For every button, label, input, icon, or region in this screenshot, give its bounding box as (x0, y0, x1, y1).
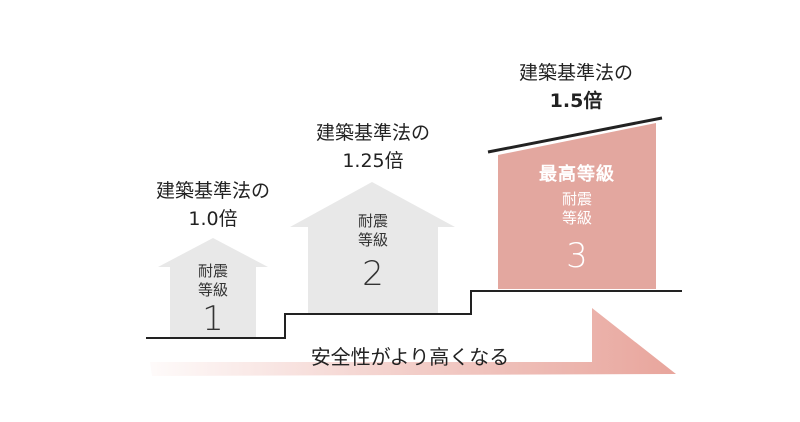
level2-law-label: 建築基準法の (315, 122, 430, 144)
level2-grade-word: 耐震 等級 (357, 212, 388, 249)
level3-grade-word: 耐震 等級 (561, 190, 592, 227)
level1-factor-label: 1.0倍 (188, 208, 238, 230)
safety-arrow (150, 308, 676, 376)
level1-grade-number: 1 (202, 299, 224, 339)
level3-law-label: 建築基準法の (518, 62, 633, 84)
safety-increase-label: 安全性がより高くなる (310, 345, 510, 369)
house-grade-2 (290, 182, 455, 314)
house-grade-3 (498, 123, 656, 289)
house-grade-1 (158, 238, 268, 337)
level1-grade-word: 耐震 等級 (197, 262, 228, 299)
level3-top-grade-badge: 最高等級 (539, 164, 615, 185)
level3-factor-label: 1.5倍 (549, 90, 603, 112)
house-3-roof-line (487, 116, 663, 154)
level2-factor-label: 1.25倍 (342, 150, 404, 172)
level2-grade-number: 2 (362, 254, 384, 294)
level3-grade-number: 3 (566, 236, 588, 276)
ground-step-line (146, 290, 682, 339)
level1-law-label: 建築基準法の (155, 180, 270, 202)
